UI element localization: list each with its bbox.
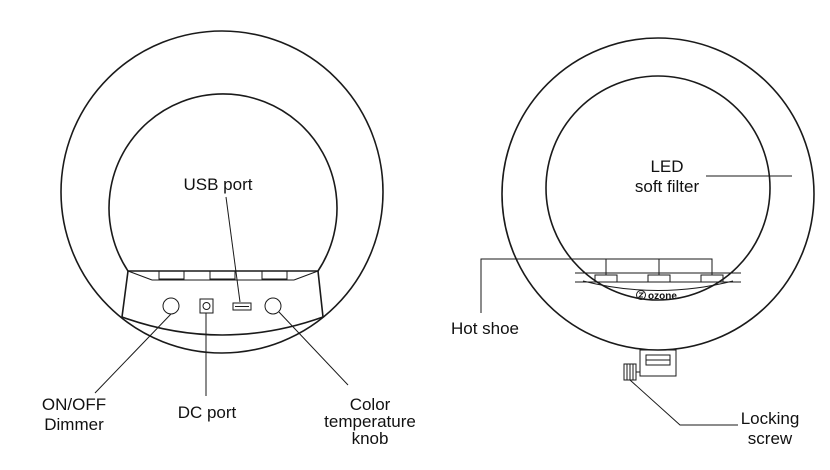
locking-screw-label-line1: Locking xyxy=(741,409,800,428)
usb-port-label: USB port xyxy=(184,175,253,194)
on-off-leader xyxy=(94,313,172,394)
color-temp-label-line2: temperature xyxy=(324,412,416,431)
back-panel-bottom xyxy=(582,280,734,291)
back-inner-ring xyxy=(545,75,771,301)
front-tab-center xyxy=(209,270,236,280)
color-temp-label-line1: Color xyxy=(350,395,391,414)
led-label-line1: LED xyxy=(650,157,683,176)
hot-shoe-leader xyxy=(480,258,713,313)
brand-logo-text: ozone xyxy=(648,291,677,302)
back-tab-center xyxy=(647,274,671,283)
color-temp-leader xyxy=(278,311,349,386)
control-housing xyxy=(121,270,324,336)
back-tab-left xyxy=(594,274,618,283)
front-tab-left xyxy=(158,270,185,280)
hot-shoe-mount xyxy=(639,349,677,377)
on-off-label-line2: Dimmer xyxy=(44,415,104,434)
brand-logo-icon xyxy=(636,290,646,300)
usb-port xyxy=(232,302,252,311)
on-off-label-line1: ON/OFF xyxy=(42,395,106,414)
front-tab-right xyxy=(261,270,288,280)
back-ring-light: ozone xyxy=(501,37,815,381)
locking-screw-label-line2: screw xyxy=(748,429,793,448)
locking-screw-leader xyxy=(629,379,738,426)
dc-port-label: DC port xyxy=(178,403,237,422)
front-ring-light xyxy=(60,30,384,354)
color-temp-label-line3: knob xyxy=(352,429,389,448)
front-inner-ring xyxy=(108,93,338,272)
front-outer-ring xyxy=(60,30,384,354)
led-label-line2: soft filter xyxy=(635,177,700,196)
usb-port-leader xyxy=(225,196,241,303)
color-temperature-knob xyxy=(264,297,282,315)
hot-shoe-label: Hot shoe xyxy=(451,319,519,338)
